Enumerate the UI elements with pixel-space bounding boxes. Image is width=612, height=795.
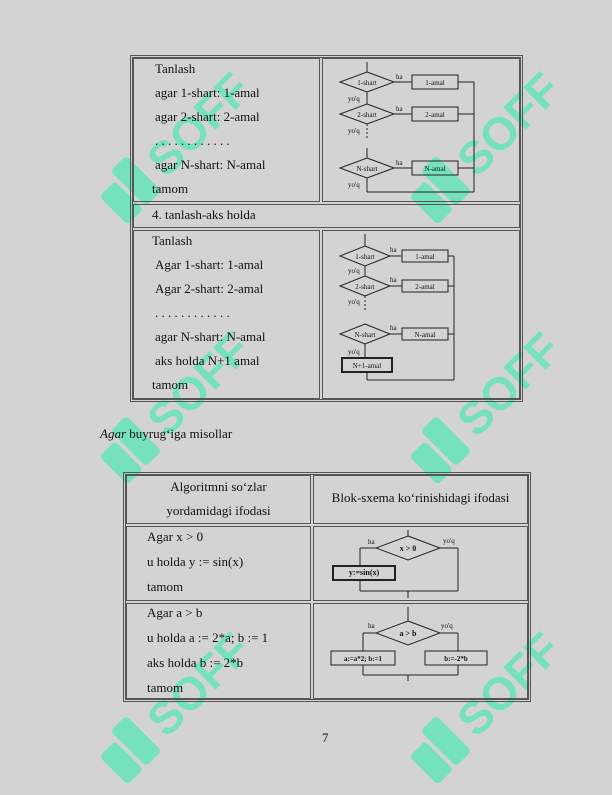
flowchart-if: x > 0 y:=sin(x) ha yo'q: [332, 530, 459, 598]
action-label: 1-amal: [425, 79, 444, 87]
examples-table: [123, 472, 531, 702]
table-cell: [313, 603, 528, 699]
table-header-cell: [313, 475, 528, 524]
flowchart-if-else: a > b a:=a*2; b:=1 b:=-2*b ha yo'q: [330, 607, 488, 681]
no-label: yo'q: [441, 622, 453, 630]
algo-line: agar N-shart: N-amal: [155, 329, 266, 344]
algo-line: tamom: [147, 579, 184, 594]
no-label: yo'q: [348, 181, 360, 189]
header-line: Blok-sxema ko‘rinishidagi ifodasi: [331, 490, 510, 505]
yes-label: ha: [390, 276, 398, 284]
table-cell: [322, 230, 520, 399]
action-label: a:=a*2; b:=1: [344, 655, 383, 663]
table-cell: [126, 603, 311, 699]
condition-label: a > b: [399, 629, 417, 638]
action-label: N-amal: [415, 331, 436, 339]
yes-label: ha: [368, 622, 376, 630]
table-cell: [126, 526, 311, 601]
table-cell: [133, 230, 320, 399]
condition-label: 2-shart: [357, 111, 376, 119]
header-line: yordamidagi ifodasi: [166, 503, 271, 518]
algo-line: agar 2-shart: 2-amal: [155, 109, 260, 124]
algo-line: Tanlash: [152, 233, 193, 248]
no-label: yo'q: [348, 348, 360, 356]
else-action-label: N+1-amal: [353, 362, 381, 370]
algo-line: Tanlash: [155, 61, 196, 76]
algo-line: tamom: [152, 181, 189, 196]
algo-line: u holda a := 2*a; b := 1: [147, 630, 269, 645]
algo-line: agar N-shart: N-amal: [155, 157, 266, 172]
flowchart-select: 1-shart 1-amal ha yo'q 2-shart 2-amal ha…: [338, 62, 475, 193]
table-header-cell: [126, 475, 311, 524]
caption-keyword: Agar: [100, 426, 126, 441]
caption: Agar buyrug‘iga misollar: [100, 426, 232, 442]
algo-line: . . . . . . . . . . . .: [155, 133, 230, 148]
table-cell: [133, 58, 320, 202]
algo-line: u holda y := sin(x): [147, 554, 244, 569]
yes-label: ha: [368, 538, 376, 546]
algo-line: Agar 2-shart: 2-amal: [155, 281, 264, 296]
condition-label: x > 0: [400, 544, 417, 553]
action-label: 1-amal: [415, 253, 434, 261]
action-label: b:=-2*b: [444, 655, 468, 663]
no-label: yo'q: [348, 267, 360, 275]
condition-label: 1-shart: [357, 79, 376, 87]
header-line: Algoritmni so‘zlar: [170, 479, 267, 494]
no-label: yo'q: [443, 537, 455, 545]
algo-line: tamom: [147, 680, 184, 695]
selection-table: [130, 55, 523, 402]
yes-label: ha: [390, 324, 398, 332]
condition-label: N-shart: [355, 331, 376, 339]
condition-label: N-shart: [357, 165, 378, 173]
algo-line: tamom: [152, 377, 189, 392]
yes-label: ha: [396, 105, 404, 113]
action-label: N-amal: [425, 165, 446, 173]
no-label: yo'q: [348, 298, 360, 306]
section-title: 4. tanlash-aks holda: [152, 207, 256, 222]
algo-line: agar 1-shart: 1-amal: [155, 85, 260, 100]
no-label: yo'q: [348, 127, 360, 135]
algo-line: Agar 1-shart: 1-amal: [155, 257, 264, 272]
table-cell: [133, 204, 520, 228]
page-number: 7: [322, 730, 329, 745]
yes-label: ha: [390, 246, 398, 254]
algo-line: aks holda N+1 amal: [155, 353, 260, 368]
action-label: 2-amal: [415, 283, 434, 291]
yes-label: ha: [396, 159, 404, 167]
algo-line: Agar x > 0: [147, 529, 204, 544]
action-label: 2-amal: [425, 111, 444, 119]
flowchart-select-else: 1-shart 1-amal ha yo'q 2-shart 2-amal ha…: [338, 234, 455, 381]
caption-text: buyrug‘iga misollar: [126, 426, 233, 441]
algo-line: Agar a > b: [147, 605, 203, 620]
condition-label: 1-shart: [355, 253, 374, 261]
yes-label: ha: [396, 73, 404, 81]
action-label: y:=sin(x): [349, 568, 380, 577]
algo-line: aks holda b := 2*b: [147, 655, 244, 670]
table-cell: [313, 526, 528, 601]
no-label: yo'q: [348, 95, 360, 103]
algo-line: . . . . . . . . . . . .: [155, 305, 230, 320]
condition-label: 2-shart: [355, 283, 374, 291]
table-cell: [322, 58, 520, 202]
